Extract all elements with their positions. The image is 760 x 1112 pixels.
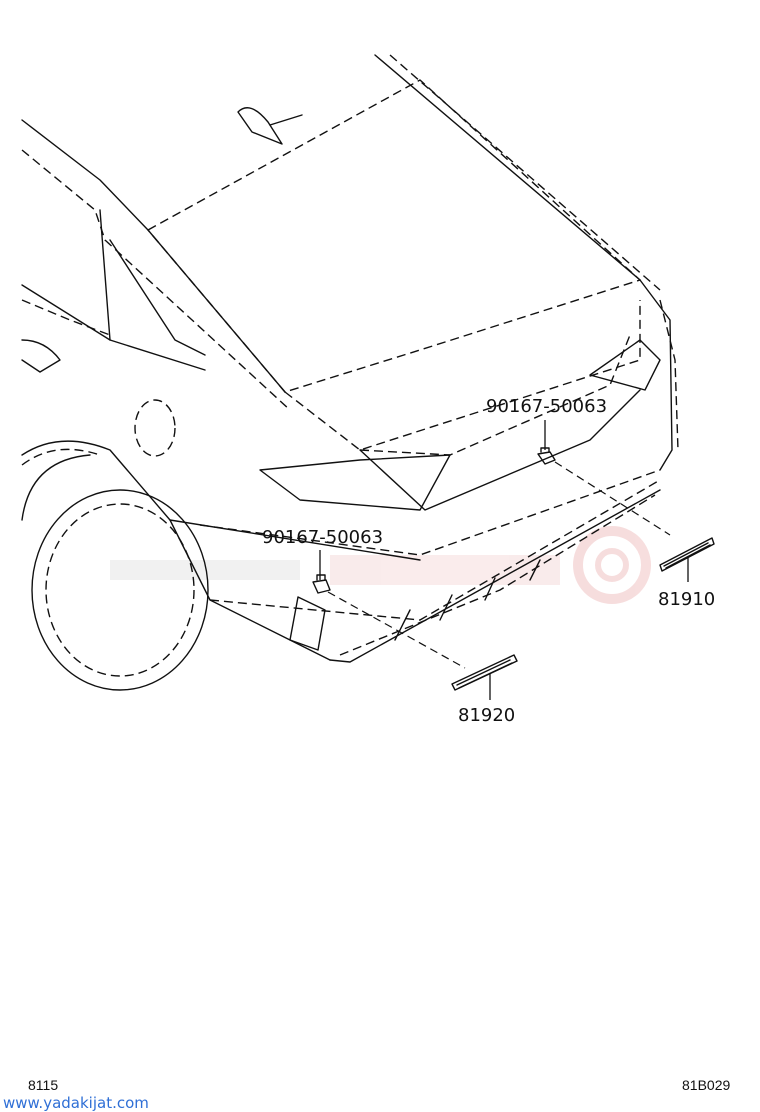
part-label-bolt-lower: 90167-50063	[262, 527, 383, 548]
part-label-reflector-right: 81910	[658, 589, 715, 610]
footer-left-code: 8115	[28, 1077, 58, 1093]
bolt-lower-icon	[312, 574, 331, 594]
site-link[interactable]: www.yadakijat.com	[3, 1094, 149, 1112]
reflector-left-icon	[451, 654, 518, 691]
leader-lines	[319, 420, 689, 700]
car-rear-body	[21, 54, 679, 691]
reflector-right-icon	[659, 537, 715, 572]
part-label-reflector-left: 81920	[458, 705, 515, 726]
part-label-bolt-upper: 90167-50063	[486, 396, 607, 417]
footer-right-code: 81B029	[682, 1077, 730, 1093]
